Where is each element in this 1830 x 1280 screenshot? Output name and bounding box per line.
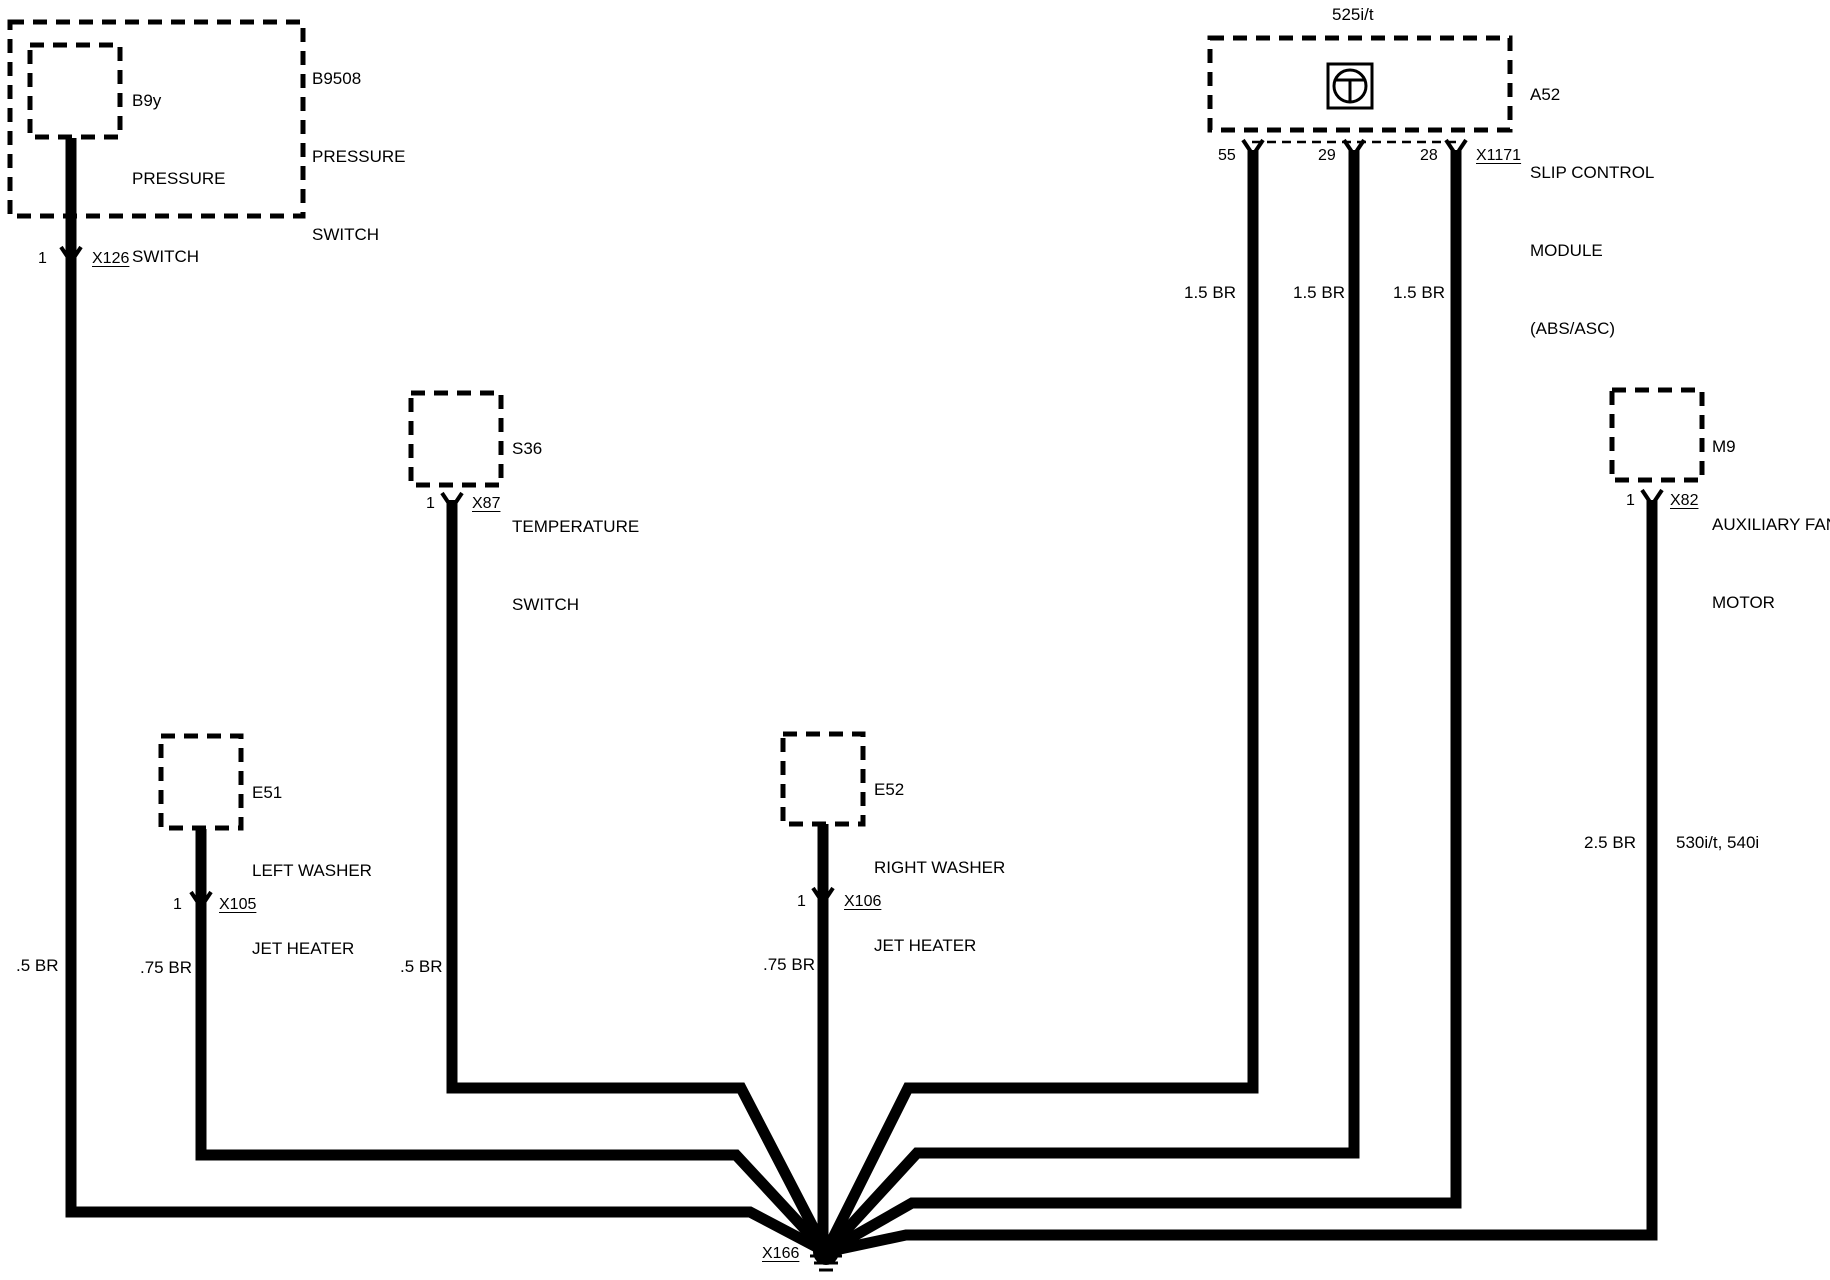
b9508-label: B9508 PRESSURE SWITCH [312,14,406,274]
e51-line2: JET HEATER [252,939,355,958]
x126-pin-number: 1 [38,250,47,267]
wire-s36-label: .5 BR [400,957,443,976]
x105-connector-name: X105 [219,896,257,913]
x105-pin-mark [189,890,213,911]
e52-box [780,731,866,827]
m9-label: M9 AUXILIARY FAN MOTOR [1712,382,1830,642]
x106-pin-mark [811,886,835,907]
x87-pin-mark [440,491,464,512]
s36-label: S36 TEMPERATURE SWITCH [512,384,639,644]
wire-a52-28-label: 1.5 BR [1393,283,1445,302]
wire-a52-28 [823,150,1462,1257]
e51-box [158,733,244,831]
s36-line2: SWITCH [512,595,580,614]
x82-pin-mark [1640,488,1664,509]
x1171-pin-55-mark [1241,138,1265,159]
x1171-pin-29-mark [1342,138,1366,159]
wire-e51 [195,829,831,1256]
m9-line2: MOTOR [1712,593,1775,612]
e51-label: E51 LEFT WASHER JET HEATER [252,728,372,988]
b9508-box [7,19,306,219]
a52-label: A52 SLIP CONTROL MODULE (ABS/ASC) [1530,30,1654,368]
a52-box [1207,35,1513,133]
wire-m9 [824,500,1658,1258]
x1171-pin-28-mark [1444,138,1468,159]
wire-e52-label: .75 BR [763,955,815,974]
b9y-box [27,42,123,140]
x87-pin-number: 1 [426,495,435,512]
wire-a52-55 [821,150,1259,1255]
b9y-id: B9y [132,91,162,110]
b9y-line2: SWITCH [132,247,200,266]
a52-line1: SLIP CONTROL [1530,163,1655,182]
x166-ground-name: X166 [762,1245,800,1262]
e51-id: E51 [252,783,283,802]
wire-s36 [446,500,831,1255]
e52-id: E52 [874,780,905,799]
wire-e51-label: .75 BR [140,958,192,977]
b9508-line1: PRESSURE [312,147,406,166]
wire-a52-55-label: 1.5 BR [1184,283,1236,302]
wire-b9y-label: .5 BR [16,956,59,975]
m9-id: M9 [1712,437,1736,456]
a52-variant-label: 525i/t [1332,5,1374,24]
wire-a52-29-label: 1.5 BR [1293,283,1345,302]
wire-a52-29 [821,150,1360,1256]
x87-connector-name: X87 [472,495,501,512]
x105-pin-number: 1 [173,896,182,913]
x82-pin-number: 1 [1626,492,1635,509]
b9y-line1: PRESSURE [132,169,226,188]
wire-m9-label: 2.5 BR [1584,833,1636,852]
e51-line1: LEFT WASHER [252,861,372,880]
s36-line1: TEMPERATURE [512,517,640,536]
x106-pin-number: 1 [797,893,806,910]
e52-line1: RIGHT WASHER [874,858,1006,877]
x126-pin-mark [59,245,83,266]
s36-id: S36 [512,439,543,458]
b9508-line2: SWITCH [312,225,380,244]
x106-connector-name: X106 [844,893,882,910]
b9y-label: B9y PRESSURE SWITCH [132,36,226,296]
ground-icon [810,1239,842,1272]
wire-m9-variant-note: 530i/t, 540i [1676,833,1760,852]
a52-id: A52 [1530,85,1561,104]
b9508-id: B9508 [312,69,362,88]
m9-line1: AUXILIARY FAN [1712,515,1830,534]
x126-connector-name: X126 [92,250,130,267]
m9-box [1609,387,1705,483]
x1171-pin-29: 29 [1318,147,1336,164]
x1171-pin-28: 28 [1420,147,1438,164]
steering-wheel-icon [1326,62,1374,110]
x1171-pin-55: 55 [1218,147,1236,164]
x82-connector-name: X82 [1670,492,1699,509]
e52-line2: JET HEATER [874,936,977,955]
a52-line2: MODULE [1530,241,1603,260]
x1171-connector-name: X1171 [1476,147,1522,164]
s36-box [408,390,504,488]
wire-b9y [65,138,829,1257]
e52-label: E52 RIGHT WASHER JET HEATER [874,725,1005,985]
a52-line3: (ABS/ASC) [1530,319,1616,338]
